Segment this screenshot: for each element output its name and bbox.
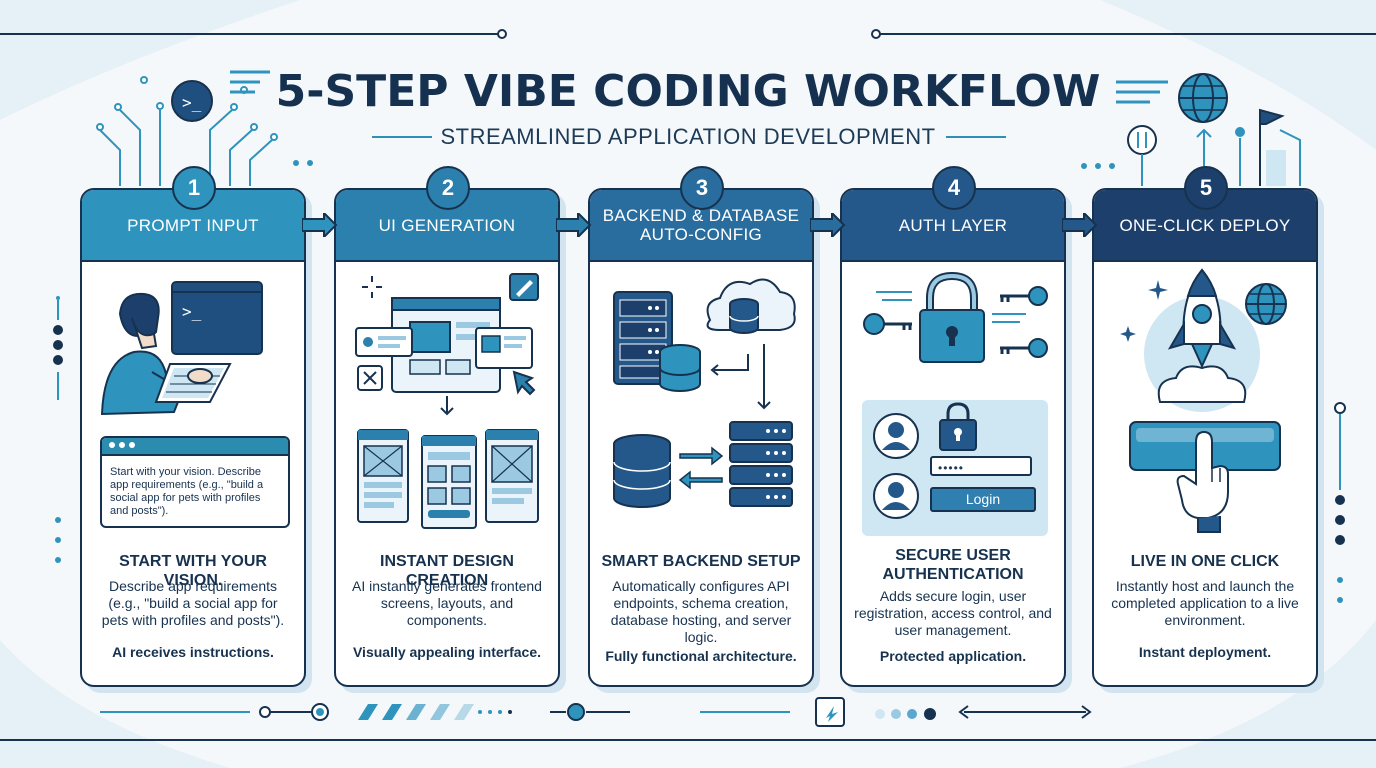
- ui-generation-illustration: [355, 273, 539, 529]
- step-1-description: Describe app requirements (e.g., "build …: [101, 578, 285, 628]
- step-3-card: BACKEND & DATABASE AUTO-CONFIG: [588, 188, 814, 687]
- page-title: 5-STEP VIBE CODING WORKFLOW: [275, 66, 1101, 117]
- step-5-description: Instantly host and launch the completed …: [1111, 578, 1299, 628]
- deploy-illustration: [1120, 268, 1287, 533]
- step-5-card: ONE-CLICK DEPLOY LIVE IN: [1092, 188, 1318, 687]
- server-rack-icon: [613, 291, 673, 385]
- svg-text:>_: >_: [182, 93, 202, 112]
- step-3-footer: Fully functional architecture.: [605, 648, 797, 664]
- database-icon: [613, 434, 671, 508]
- cursor-icon: [512, 370, 536, 396]
- step-5-heading: LIVE IN ONE CLICK: [1130, 553, 1280, 570]
- popup-titlebar: [102, 438, 288, 456]
- step-4-heading: SECURE USER AUTHENTICATION: [882, 547, 1024, 583]
- globe-deco-icon: [1178, 73, 1228, 123]
- subtitle-rule-left: [372, 136, 432, 138]
- step-4-badge: 4: [932, 166, 976, 210]
- step-3-heading: SMART BACKEND SETUP: [601, 553, 801, 570]
- step-2-badge: 2: [426, 166, 470, 210]
- step-2-card: UI GENERATION: [334, 188, 560, 687]
- password-field[interactable]: •••••: [930, 456, 1032, 476]
- step-1-badge: 1: [172, 166, 216, 210]
- key-icon: [863, 286, 1048, 358]
- rocket-icon: [1157, 268, 1247, 403]
- wireframe-icon: [357, 429, 539, 529]
- sync-arrows-icon: [679, 446, 724, 466]
- arrow-right-icon: [1062, 213, 1098, 237]
- step-1-card: PROMPT INPUT >_ Start with your vision. …: [80, 188, 306, 687]
- step-4-card: AUTH LAYER: [840, 188, 1066, 687]
- step-5-badge: 5: [1184, 166, 1228, 210]
- step-1-footer: AI receives instructions.: [112, 644, 274, 660]
- step-2-footer: Visually appealing interface.: [352, 644, 542, 660]
- person-at-laptop-icon: >_: [100, 281, 263, 416]
- arrow-right-icon: [810, 213, 846, 237]
- prompt-popup-text: Start with your vision. Describe app req…: [110, 466, 264, 517]
- step-2-heading: INSTANT DESIGN CREATION: [380, 553, 514, 589]
- globe-icon: [1245, 283, 1287, 325]
- step-3-badge: 3: [680, 166, 724, 210]
- backend-illustration: [613, 278, 796, 508]
- page-subtitle: STREAMLINED APPLICATION DEVELOPMENT: [440, 124, 936, 149]
- padlock-icon: [919, 271, 985, 363]
- arrow-right-icon: [302, 213, 338, 237]
- login-button[interactable]: Login: [930, 487, 1036, 512]
- small-padlock-icon: [939, 402, 977, 451]
- step-1-heading: START WITH YOUR VISION.: [119, 553, 267, 589]
- arrow-right-icon: [556, 213, 592, 237]
- step-3-description: Automatically configures API endpoints, …: [610, 578, 792, 645]
- step-5-footer: Instant deployment.: [1138, 644, 1272, 660]
- step-1-label: PROMPT INPUT: [82, 190, 304, 262]
- user-avatar-icon: [873, 413, 919, 519]
- step-4-description: Adds secure login, user registration, ac…: [854, 588, 1052, 638]
- svg-text:>_: >_: [182, 302, 202, 321]
- prompt-popup: Start with your vision. Describe app req…: [100, 436, 290, 528]
- step-4-footer: Protected application.: [879, 648, 1027, 664]
- sparkle-icon: [362, 276, 382, 298]
- subtitle-rule-right: [946, 136, 1006, 138]
- pointing-hand-icon: [1176, 430, 1229, 533]
- terminal-badge-icon: [171, 80, 213, 122]
- step-2-description: AI instantly generates frontend screens,…: [352, 578, 542, 628]
